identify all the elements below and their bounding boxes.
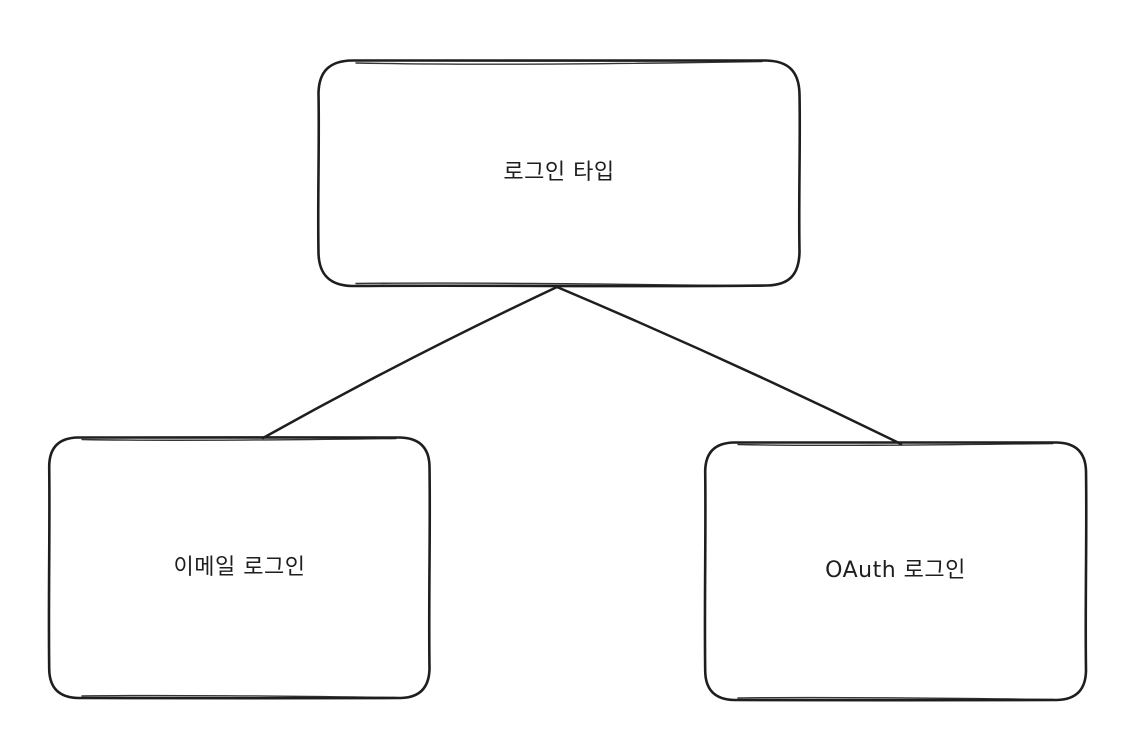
edge-login-type-to-oauth-login[interactable]	[555, 285, 903, 446]
node-box-email-login[interactable]	[47, 435, 432, 700]
edge-login-type-to-email-login[interactable]	[261, 285, 559, 440]
node-box-email-login-sketch-bottom	[81, 694, 397, 699]
node-box-oauth-login-sketch-bottom	[737, 696, 1054, 701]
node-box-login-type-sketch-bottom	[355, 282, 763, 287]
node-box-login-type[interactable]	[316, 58, 802, 288]
node-box-email-login-sketch-top	[81, 437, 397, 442]
node-box-oauth-login-sketch-top	[737, 442, 1054, 447]
node-box-login-type-sketch-top	[355, 60, 763, 65]
node-box-oauth-login[interactable]	[703, 440, 1088, 702]
